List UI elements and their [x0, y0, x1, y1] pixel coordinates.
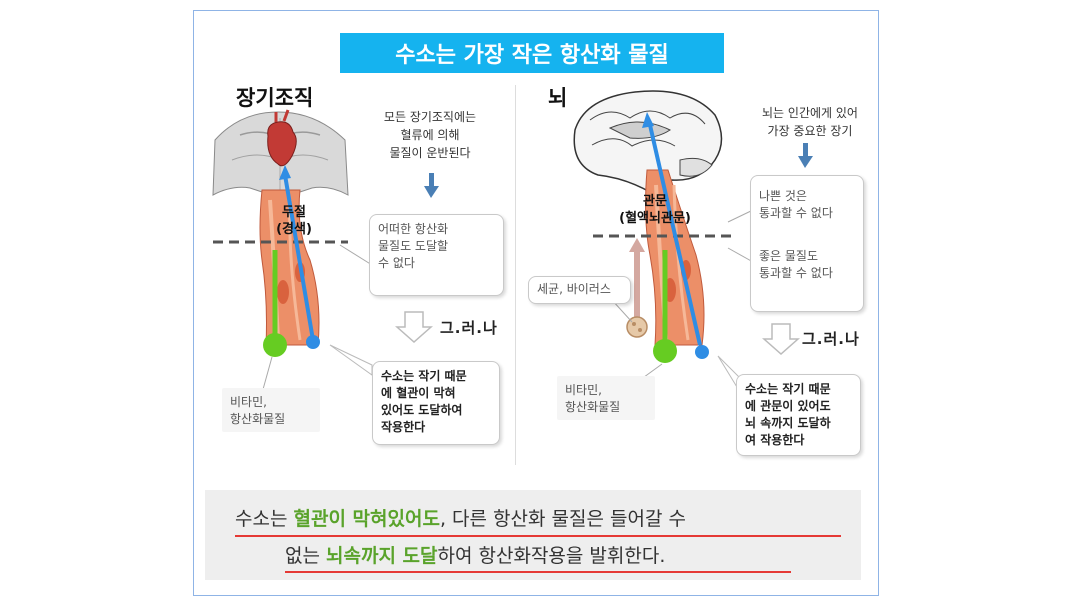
neck-label: 두절(경색)	[276, 205, 312, 237]
vitamin-dot-left	[263, 333, 287, 357]
hydrogen-path-left	[283, 174, 315, 341]
hydrogen-dot-right	[695, 345, 709, 359]
callout-line	[261, 356, 273, 394]
hollow-down-arrow-icon	[762, 323, 800, 356]
vitamin-label-right: 비타민,항산화물질	[557, 376, 655, 420]
summary-box: 수소는 혈관이 막혀있어도, 다른 항산화 물질은 들어갈 수 없는 뇌속까지 …	[205, 490, 861, 580]
but-label-left: 그.러.나	[440, 319, 498, 337]
vitamin-dot-right	[653, 339, 677, 363]
hollow-down-arrow-icon	[395, 311, 433, 344]
callout-line	[727, 209, 754, 223]
down-arrow-icon	[424, 173, 439, 198]
bacteria-virus-box: 세균, 바이러스	[528, 276, 631, 304]
summary-line-1: 수소는 혈관이 막혀있어도, 다른 항산화 물질은 들어갈 수	[235, 508, 686, 530]
hydrogen-dot-left	[306, 335, 320, 349]
summary-underline-1	[235, 535, 841, 537]
hydrogen-path-right	[648, 124, 702, 346]
callout-line	[727, 247, 754, 263]
hydrogen-arrowhead-right	[642, 112, 654, 128]
center-divider	[515, 85, 516, 465]
callout-pointer	[329, 344, 373, 376]
brain-heading: 뇌	[548, 86, 568, 110]
callout-line	[339, 244, 373, 266]
summary-underline-2	[285, 571, 791, 573]
bacteria-arrowhead	[629, 238, 645, 252]
barrier-label: 관문(혈액뇌관문)	[619, 194, 691, 226]
summary-line-2: 없는 뇌속까지 도달하여 항산화작용을 발휘한다.	[285, 545, 666, 567]
heart-illustration	[267, 109, 297, 167]
organ-tissue-heading: 장기조직	[236, 86, 314, 110]
diagram-title: 수소는 가장 작은 항산화 물질	[340, 33, 724, 73]
hydrogen-arrowhead-left	[279, 165, 291, 180]
vitamin-label-left: 비타민,항산화물질	[222, 388, 320, 432]
brain-illustration	[573, 90, 723, 193]
but-label-right: 그.러.나	[802, 330, 860, 348]
barrier-box: 나쁜 것은 통과할 수 없다 좋은 물질도 통과할 수 없다	[750, 175, 864, 312]
down-arrow-icon	[798, 143, 813, 168]
